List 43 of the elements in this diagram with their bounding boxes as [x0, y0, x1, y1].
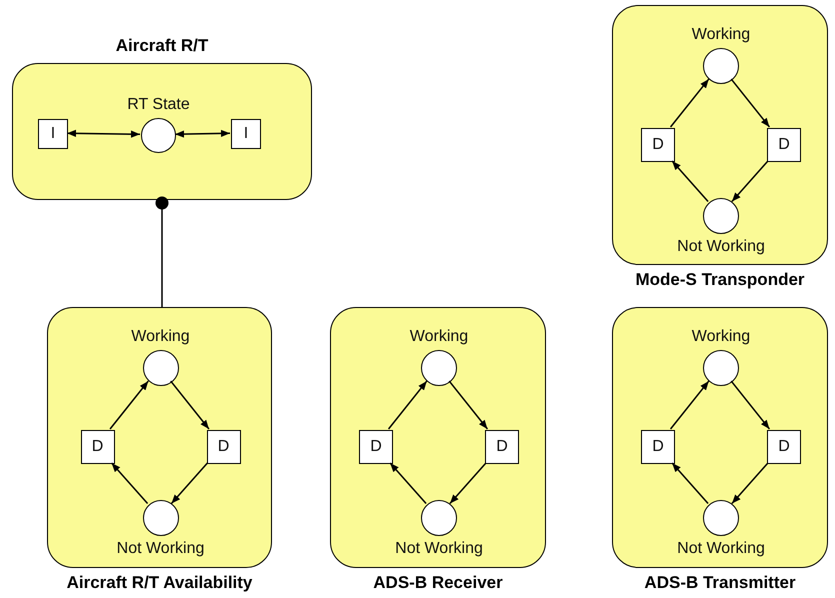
transition-box: D: [641, 128, 675, 162]
subnet-title: Aircraft R/T: [116, 36, 208, 56]
arrow: [731, 160, 768, 202]
transition-box: D: [359, 430, 393, 464]
place-label: Not Working: [395, 540, 483, 558]
arrow: [670, 78, 710, 128]
place-label: RT State: [127, 96, 190, 114]
arrow: [111, 462, 148, 504]
arrow: [170, 380, 210, 430]
subnet-title: ADS-B Receiver: [373, 573, 503, 593]
arrow: [449, 462, 486, 504]
arrow: [170, 462, 208, 504]
arrow: [388, 380, 428, 430]
arrow: [730, 78, 770, 128]
subnet-title: Mode-S Transponder: [635, 270, 805, 290]
subnet-title: ADS-B Transmitter: [644, 573, 796, 593]
transition-box: D: [80, 430, 114, 464]
arrow: [672, 160, 709, 202]
transition-box: D: [767, 430, 801, 464]
arrow: [448, 380, 488, 430]
place-label: Not Working: [116, 540, 204, 558]
place-label: Working: [410, 328, 468, 346]
place-label: Working: [131, 328, 190, 346]
transition-box: D: [206, 430, 240, 464]
connector-line: [156, 196, 168, 307]
arrow: [672, 462, 709, 504]
transition-box: D: [641, 430, 675, 464]
transition-box: I: [38, 119, 68, 149]
arrow: [730, 380, 770, 430]
transition-box: I: [231, 119, 261, 149]
place-label: Working: [692, 328, 750, 346]
arrow: [390, 462, 427, 504]
place-label: Working: [692, 26, 750, 44]
arrow: [174, 130, 230, 138]
arrow: [670, 380, 710, 430]
place-label: Not Working: [677, 540, 765, 558]
arrow: [66, 130, 140, 138]
arrow: [109, 380, 149, 430]
arrow: [731, 462, 768, 504]
subnet-title: Aircraft R/T Availability: [66, 573, 252, 593]
transition-box: D: [485, 430, 519, 464]
transition-box: D: [767, 128, 801, 162]
place-label: Not Working: [677, 238, 765, 256]
